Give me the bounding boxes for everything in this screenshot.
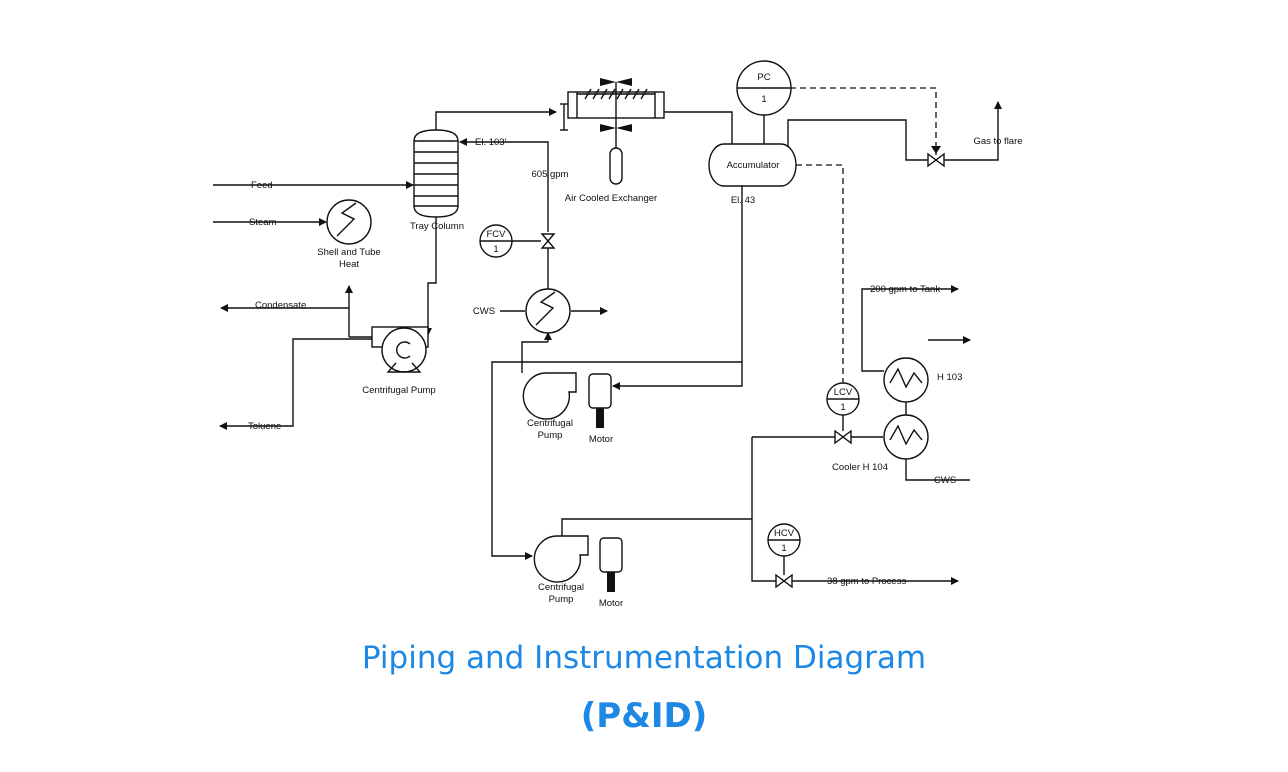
lcv-signal-line [796,164,844,385]
fan-bottom-icon [600,124,632,132]
fcv-instrument[interactable] [479,224,556,258]
shell-tube-label-1: Shell and Tube [317,247,380,258]
pid-diagram: Feed Steam Condensate Toluene Shell and … [213,60,1023,609]
signal-lines [783,87,941,575]
bottoms-line [424,217,437,336]
page-subtitle: (P&ID) [580,696,708,736]
air-cooled-label: Air Cooled Exchanger [565,193,657,204]
condensate-label: Condensate [255,300,306,311]
discharge-header [751,437,776,582]
air-cooled-exchanger[interactable] [560,78,665,185]
tray-column[interactable] [413,129,459,218]
pc-instrument[interactable] [736,60,792,116]
pump3-suction-line [491,361,742,560]
lcv-tag: LCV [834,387,853,398]
gas-line-a [787,119,928,161]
hcv-number: 1 [781,543,786,554]
to-process-label: 38 gpm to Process [827,576,906,587]
centrifugal-pump-2[interactable] [522,372,577,420]
motor2-label: Motor [599,598,623,609]
pc-signal-line [790,87,937,148]
elevation-103-label: El. 103' [475,137,507,148]
accumulator[interactable] [708,143,797,187]
heat-exchanger-h103[interactable] [883,357,929,403]
pc-tag: PC [757,72,770,83]
motor-2[interactable] [599,537,623,592]
cooler-outlet-line [664,111,733,144]
fcv-tag: FCV [487,229,507,240]
accumulator-draw-line [612,186,743,390]
pc-number: 1 [761,94,766,105]
reflux-line [459,138,549,232]
hcv-tag: HCV [774,528,795,539]
accumulator-label: Accumulator [727,160,780,171]
page-title: Piping and Instrumentation Diagram [361,640,927,676]
tray-column-label: Tray Column [410,221,464,232]
motor-1[interactable] [588,373,612,428]
pump3-label-1: Centrifugal [538,582,584,593]
fan-top-icon [600,78,632,86]
pump2-label-1: Centrifugal [527,418,573,429]
shell-tube-label-2: Heat [339,259,359,270]
pump3-discharge-line [561,518,752,536]
flare-control-valve[interactable] [927,152,945,168]
centrifugal-pump-1[interactable] [371,326,429,373]
steam-label: Steam [249,217,277,228]
fcv-number: 1 [493,244,498,255]
pump1-label: Centrifugal Pump [362,385,435,396]
toluene-label: Toluene [248,421,281,432]
pump2-discharge-line [521,341,548,373]
feed-label: Feed [251,180,273,191]
to-tank-line [861,285,959,372]
motor1-label: Motor [589,434,613,445]
centrifugal-pump-3[interactable] [533,535,589,583]
cws-exchanger[interactable] [525,288,571,334]
lcv-number: 1 [840,402,845,413]
cws-right-line [905,459,970,481]
toluene-line [219,338,372,430]
to-tank-label: 200 gpm to Tank [870,284,940,295]
gas-to-flare-label: Gas to flare [973,136,1022,147]
pump3-label-2: Pump [549,594,574,605]
cws-left-label: CWS [473,306,495,317]
shell-tube-heater[interactable] [326,199,372,245]
piping [213,101,1002,585]
h103-label: H 103 [937,372,962,383]
flow-605-label: 605 gpm [532,169,569,180]
pump2-label-2: Pump [538,430,563,441]
gas-to-flare-line [944,101,1002,161]
labels: Feed Steam Condensate Toluene Shell and … [248,72,1023,609]
cws-right-label: CWS [934,475,956,486]
lcv-instrument[interactable] [826,382,860,445]
elevation-43-label: El. 43 [731,195,755,206]
overhead-vapor-line [435,108,557,130]
hcv-instrument[interactable] [767,523,801,589]
cooler-h104-label: Cooler H 104 [832,462,888,473]
cooler-h104[interactable] [883,414,929,460]
